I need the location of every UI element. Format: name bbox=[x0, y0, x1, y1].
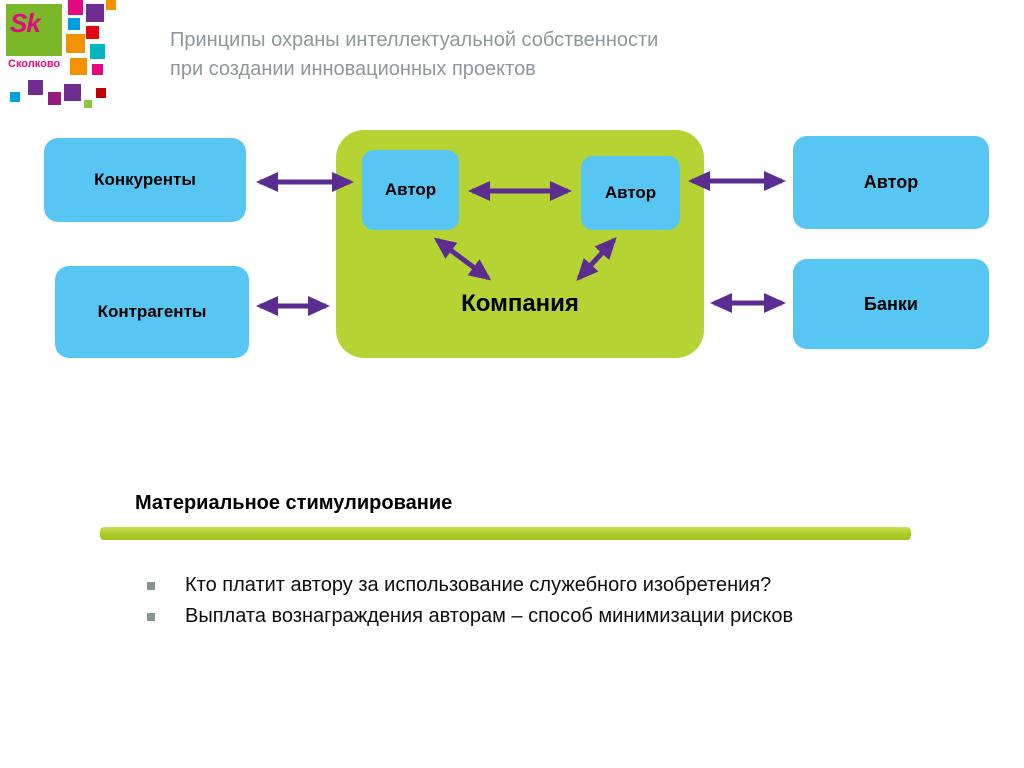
logo-mosaic-square bbox=[96, 88, 106, 98]
logo-mosaic-square bbox=[92, 64, 103, 75]
logo-mosaic-square bbox=[70, 58, 87, 75]
green-divider-bar bbox=[100, 527, 911, 540]
box-banks-label: Банки bbox=[864, 293, 918, 314]
logo-mosaic-square bbox=[48, 92, 61, 105]
logo-name-text: Сколково bbox=[8, 58, 61, 70]
box-contractors-label: Контрагенты bbox=[97, 302, 207, 321]
list-item: Выплата вознаграждения авторам – способ … bbox=[145, 605, 793, 628]
box-author-inner-right-label: Автор bbox=[604, 183, 657, 202]
bullet-text: Кто платит автору за использование служе… bbox=[185, 574, 772, 596]
logo-sk-text: Sk bbox=[10, 8, 41, 38]
logo-mosaic-square bbox=[106, 0, 116, 10]
logo-mosaic-square bbox=[10, 92, 20, 102]
list-item: Кто платит автору за использование служе… bbox=[145, 574, 793, 597]
logo-mosaic-square bbox=[68, 0, 83, 15]
logo-mosaic-square bbox=[66, 34, 85, 53]
skolkovo-logo: Sk Сколково bbox=[0, 0, 130, 115]
logo-mosaic-square bbox=[28, 80, 43, 95]
slide-title: Принципы охраны интеллектуальной собстве… bbox=[170, 26, 658, 84]
logo-mosaic-square bbox=[68, 18, 80, 30]
logo-mosaic-square bbox=[84, 100, 92, 108]
bullet-square-icon bbox=[147, 582, 155, 590]
box-competitors: Конкуренты bbox=[44, 138, 246, 222]
box-author-right-label: Автор bbox=[863, 172, 919, 192]
logo-mosaic-square bbox=[6, 4, 62, 56]
logo-mosaic-square bbox=[90, 44, 105, 59]
section-heading: Материальное стимулирование bbox=[135, 492, 453, 514]
logo-mosaic-square bbox=[64, 84, 81, 101]
box-contractors: Контрагенты bbox=[55, 266, 249, 358]
title-line-2: при создании инновационных проектов bbox=[170, 58, 536, 80]
box-competitors-label: Конкуренты bbox=[94, 170, 196, 189]
logo-mosaic-square bbox=[86, 26, 99, 39]
bullet-text: Выплата вознаграждения авторам – способ … bbox=[185, 605, 794, 627]
box-author-inner-right: Автор bbox=[581, 156, 680, 230]
company-label: Компания bbox=[461, 290, 579, 317]
box-author-inner-left-label: Автор bbox=[384, 180, 437, 199]
box-banks: Банки bbox=[793, 259, 989, 349]
title-line-1: Принципы охраны интеллектуальной собстве… bbox=[170, 29, 659, 51]
box-author-inner-left: Автор bbox=[362, 150, 459, 230]
logo-mosaic-square bbox=[86, 4, 104, 22]
bullet-list: Кто платит автору за использование служе… bbox=[145, 574, 793, 636]
box-author-right: Автор bbox=[793, 136, 989, 229]
bullet-square-icon bbox=[147, 613, 155, 621]
